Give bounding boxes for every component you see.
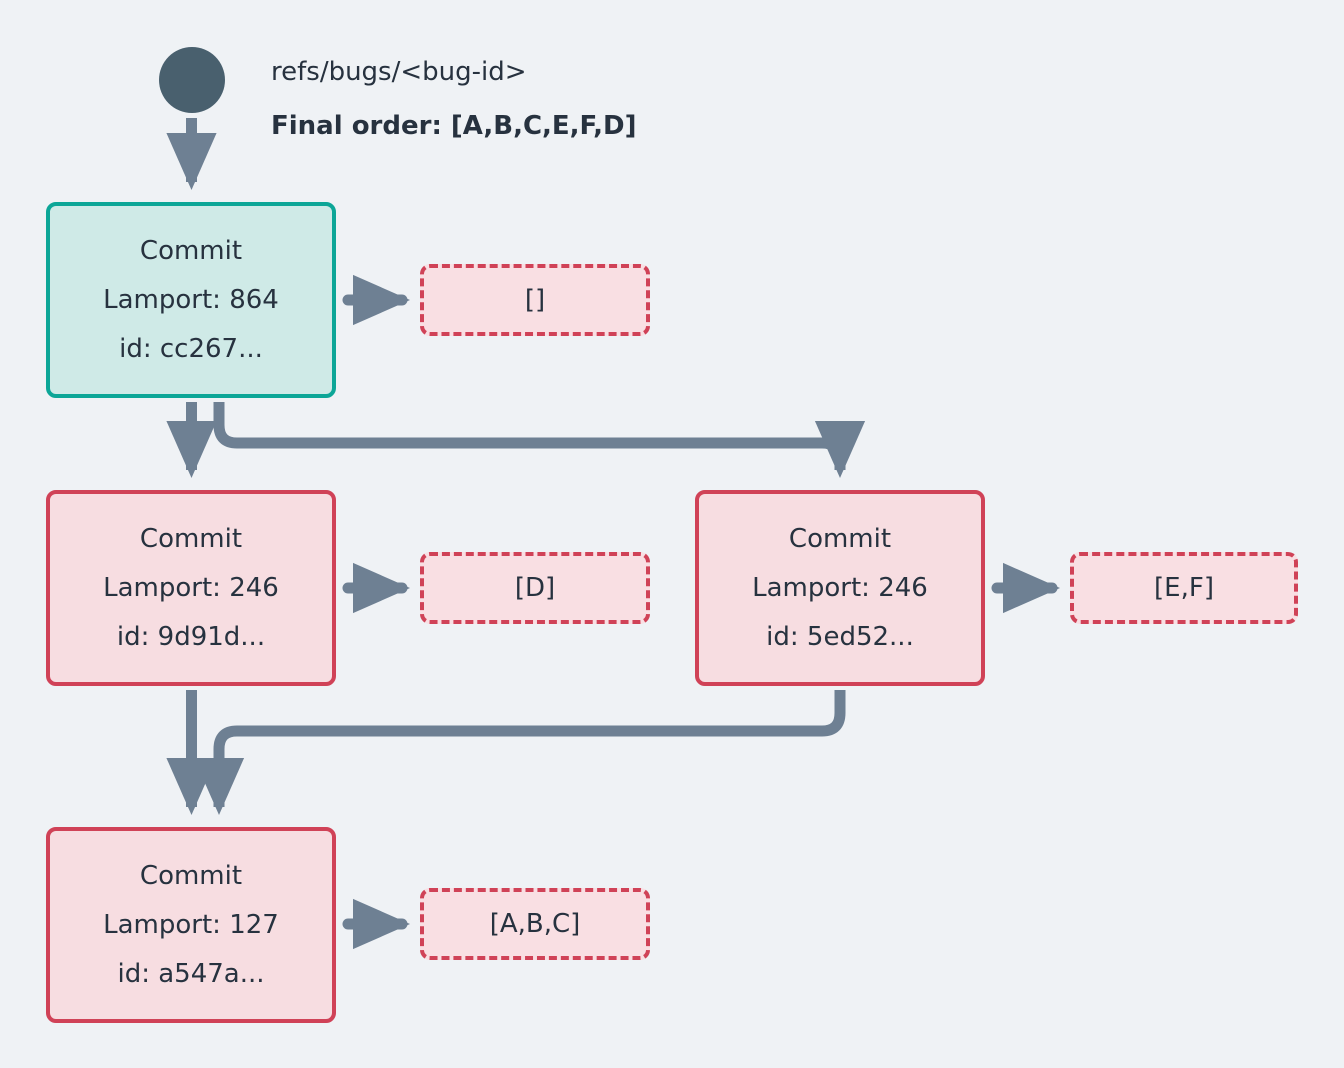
commit-node-lamport: Lamport: 246 (752, 572, 928, 603)
commit-node-id: id: 9d91d... (116, 621, 266, 652)
commit-node-title: Commit (139, 523, 243, 554)
commit-node[interactable]: Commit Lamport: 127 id: a547a... (46, 827, 336, 1023)
operations-label: [] (524, 285, 546, 315)
operations-box[interactable]: [E,F] (1070, 552, 1298, 624)
operations-box[interactable]: [A,B,C] (420, 888, 650, 960)
commit-node[interactable]: Commit Lamport: 246 id: 5ed52... (695, 490, 985, 686)
operations-label: [E,F] (1154, 573, 1214, 603)
commit-node-title: Commit (139, 860, 243, 891)
commit-node-lamport: Lamport: 127 (103, 909, 279, 940)
edge-node-a-to-node-c (213, 402, 866, 479)
operations-label: [A,B,C] (489, 909, 581, 939)
ref-label: refs/bugs/<bug-id> (271, 57, 527, 87)
commit-node[interactable]: Commit Lamport: 246 id: 9d91d... (46, 490, 336, 686)
operations-box[interactable]: [D] (420, 552, 650, 624)
filled-circle-icon (159, 47, 225, 113)
final-order-label: Final order: [A,B,C,E,F,D] (271, 111, 637, 141)
commit-node-lamport: Lamport: 864 (103, 284, 279, 315)
edge-node-c-to-node-d (193, 690, 846, 816)
commit-node-id: id: a547a... (117, 958, 265, 989)
commit-node-title: Commit (139, 235, 243, 266)
commit-node-title: Commit (788, 523, 892, 554)
commit-node-id: id: 5ed52... (766, 621, 914, 652)
commit-node[interactable]: Commit Lamport: 864 id: cc267... (46, 202, 336, 398)
commit-node-lamport: Lamport: 246 (103, 572, 279, 603)
commit-node-id: id: cc267... (119, 333, 263, 364)
operations-label: [D] (514, 573, 556, 603)
branch-header: refs/bugs/<bug-id> Final order: [A,B,C,E… (271, 52, 911, 146)
operations-box[interactable]: [] (420, 264, 650, 336)
